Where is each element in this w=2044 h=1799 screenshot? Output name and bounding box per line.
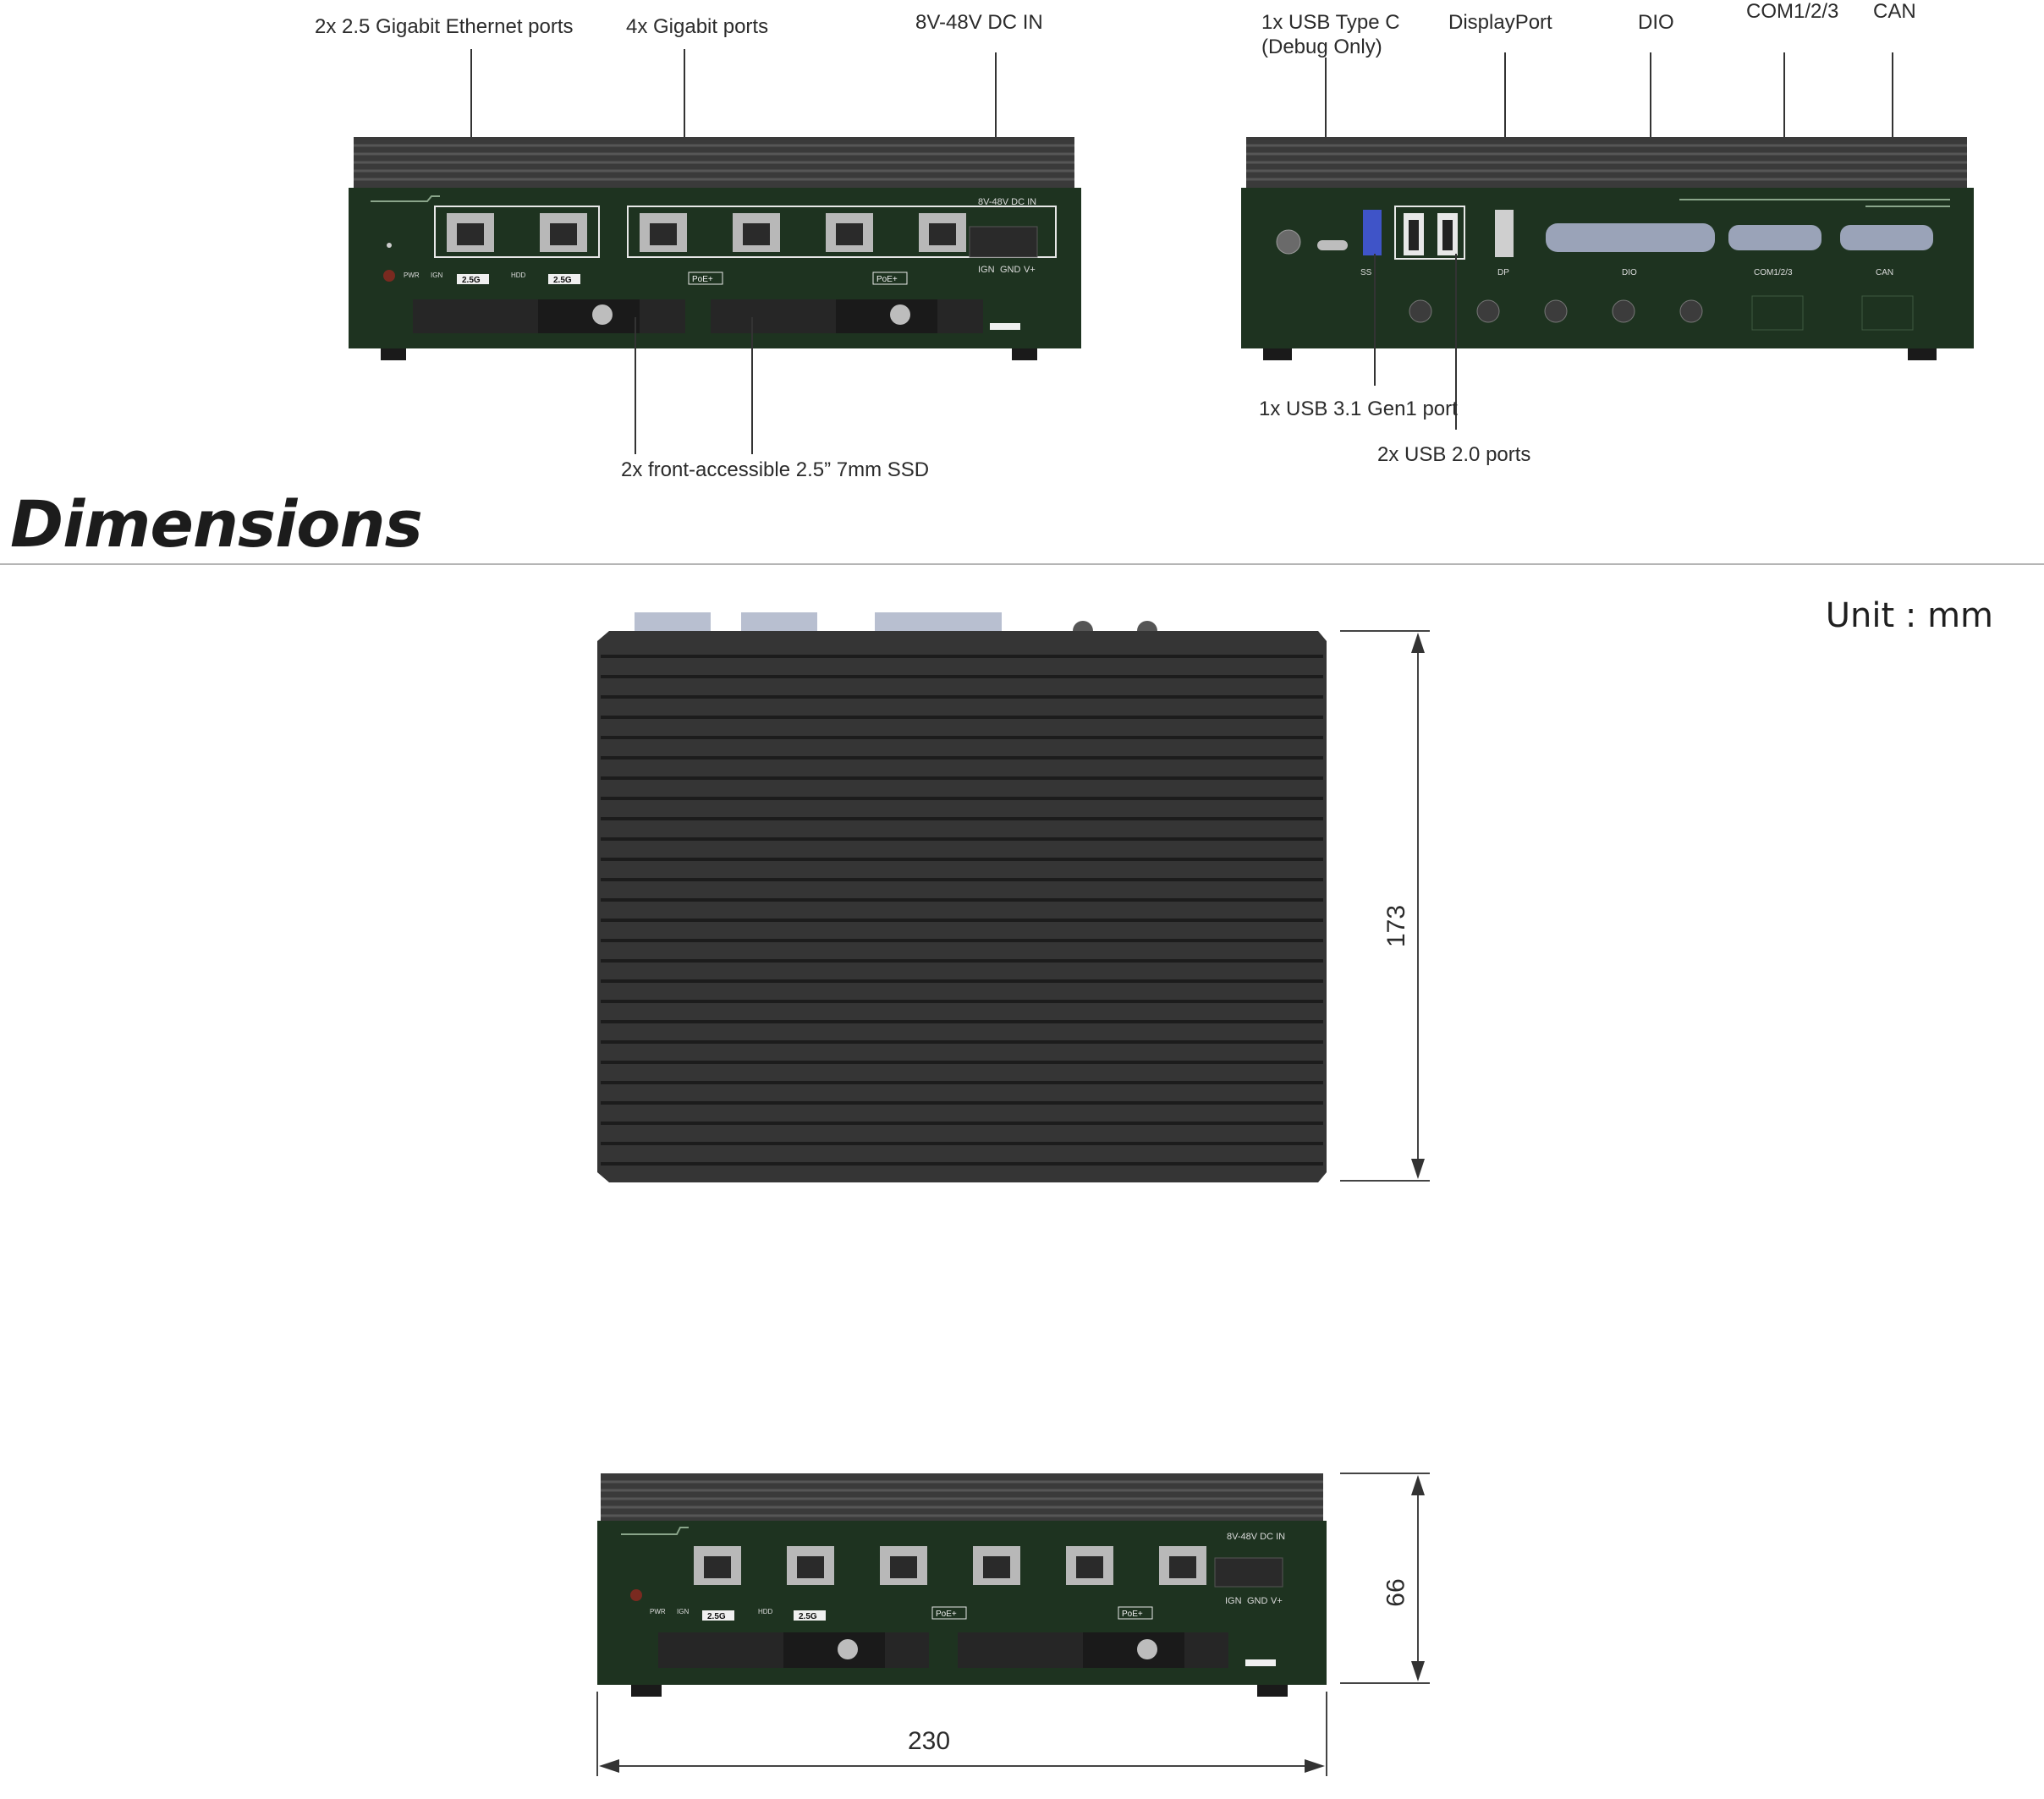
com-panel-label: COM1/2/3 xyxy=(1754,268,1793,277)
heatsink-fins xyxy=(601,655,1323,1166)
ign-led-label: IGN xyxy=(431,271,442,279)
unit-label: Unit : mm xyxy=(1825,596,1993,635)
hdd-led-label: HDD xyxy=(511,271,526,279)
label-usb-c-line2: (Debug Only) xyxy=(1261,36,1382,58)
front-dimension-view: 8V-48V DC IN IGN GND V+ PWR IGN HDD 2.5G… xyxy=(597,1473,1327,1697)
depth-value: 173 xyxy=(1382,904,1411,948)
label-dc-in: 8V-48V DC IN xyxy=(915,11,1043,34)
badge-25g-2: 2.5G xyxy=(553,276,572,285)
front-panel-view: 8V-48V DC IN IGN GND V+ PWR IGN HDD 2.5G… xyxy=(349,137,1081,360)
label-usb-c-line1: 1x USB Type C xyxy=(1261,11,1400,34)
dim-ign-label: IGN xyxy=(1225,1596,1242,1606)
ign-terminal-label: IGN xyxy=(978,265,995,275)
dim-poe-badge-1: PoE+ xyxy=(936,1610,957,1619)
dim-ign-led-label: IGN xyxy=(677,1608,689,1615)
rj45-ports xyxy=(447,213,966,252)
dim-badge-25g-1: 2.5G xyxy=(707,1612,726,1621)
ss-label: SS xyxy=(1360,268,1372,277)
leader-displayport xyxy=(1504,52,1506,213)
vplus-terminal-label: V+ xyxy=(1024,265,1036,275)
gnd-terminal-label: GND xyxy=(1000,265,1021,275)
top-view xyxy=(597,612,1327,1182)
leader-gigabit xyxy=(684,49,685,210)
dim-hdd-label: HDD xyxy=(758,1608,773,1615)
height-value: 66 xyxy=(1382,1578,1410,1607)
label-can: CAN xyxy=(1873,0,1916,23)
dim-pwr-label: PWR xyxy=(650,1608,666,1615)
dc-in-panel-label: 8V-48V DC IN xyxy=(978,197,1036,207)
label-usb20: 2x USB 2.0 ports xyxy=(1377,443,1531,466)
poe-badge-1: PoE+ xyxy=(692,275,713,284)
label-displayport: DisplayPort xyxy=(1448,11,1552,34)
width-dimension xyxy=(596,1692,1327,1776)
dp-label: DP xyxy=(1497,268,1509,277)
section-divider xyxy=(0,563,2044,565)
depth-dimension xyxy=(1340,630,1430,1182)
dim-poe-badge-2: PoE+ xyxy=(1122,1610,1143,1619)
rear-panel-view: SS DP DIO COM1/2/3 CAN xyxy=(1241,137,1974,360)
dim-gnd-label: GND xyxy=(1247,1596,1268,1606)
leader-can xyxy=(1892,52,1893,217)
leader-usb31 xyxy=(1374,254,1376,386)
leader-usb20 xyxy=(1455,254,1457,430)
leader-ssd-1 xyxy=(635,317,636,454)
dim-dc-in-label: 8V-48V DC IN xyxy=(1227,1532,1285,1542)
leader-ssd-2 xyxy=(751,317,753,454)
label-ssd: 2x front-accessible 2.5” 7mm SSD xyxy=(621,458,930,481)
label-dio: DIO xyxy=(1638,11,1674,34)
can-panel-label: CAN xyxy=(1876,268,1893,277)
badge-25g-1: 2.5G xyxy=(462,276,481,285)
poe-badge-2: PoE+ xyxy=(876,275,898,284)
dim-vplus-label: V+ xyxy=(1271,1596,1283,1606)
height-dimension xyxy=(1340,1473,1430,1684)
width-value: 230 xyxy=(908,1727,951,1755)
label-gigabit-ports: 4x Gigabit ports xyxy=(626,15,769,38)
label-25g-ethernet: 2x 2.5 Gigabit Ethernet ports xyxy=(315,15,574,38)
label-usb31: 1x USB 3.1 Gen1 port xyxy=(1259,398,1458,420)
label-com: COM1/2/3 xyxy=(1746,0,1839,23)
leader-com xyxy=(1783,52,1785,217)
pwr-led-label: PWR xyxy=(404,271,420,279)
leader-25g xyxy=(470,49,472,210)
section-title: Dimensions xyxy=(10,486,423,562)
dio-panel-label: DIO xyxy=(1622,268,1637,277)
dim-badge-25g-2: 2.5G xyxy=(799,1612,817,1621)
